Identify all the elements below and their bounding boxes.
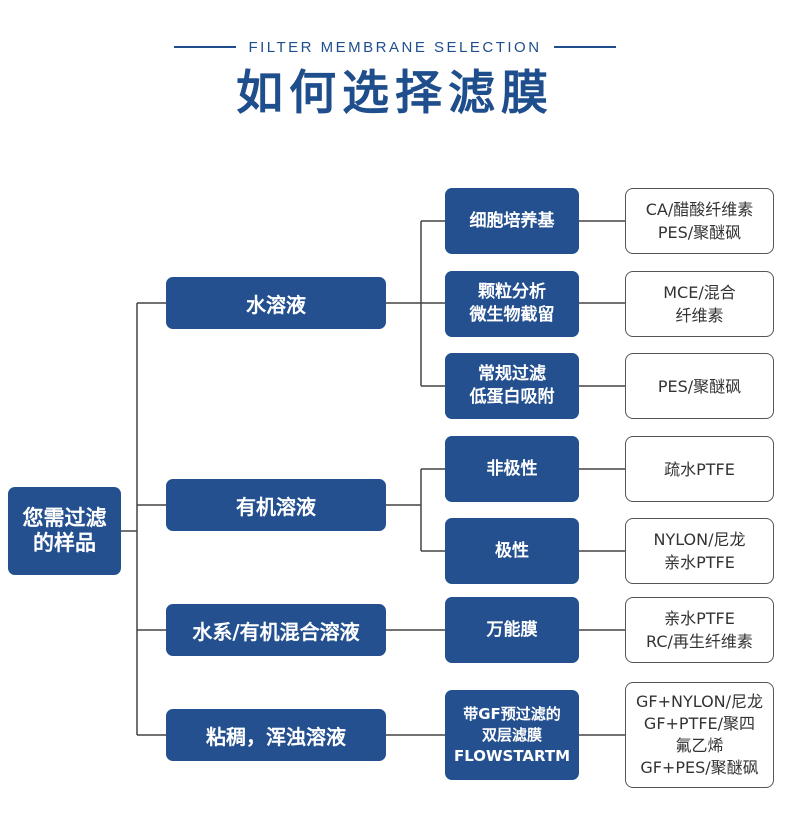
app-line: 常规过滤 bbox=[478, 364, 546, 384]
membrane-node-1: CA/醋酸纤维素 PES/聚醚砜 bbox=[625, 188, 774, 254]
membrane-line: PES/聚醚砜 bbox=[657, 376, 742, 396]
membrane-node-6: 亲水PTFE RC/再生纤维素 bbox=[625, 597, 774, 663]
membrane-node-2: MCE/混合 纤维素 bbox=[625, 271, 774, 337]
app-node-6: 万能膜 bbox=[445, 597, 579, 663]
app-line: 颗粒分析 bbox=[478, 282, 546, 302]
membrane-line: 氟乙烯 bbox=[675, 736, 724, 755]
sample-node-organic: 有机溶液 bbox=[166, 479, 386, 531]
app-node-2: 颗粒分析 微生物截留 bbox=[445, 271, 579, 337]
app-line: 细胞培养基 bbox=[469, 210, 555, 231]
membrane-line: GF+NYLON/尼龙 bbox=[635, 692, 764, 711]
header-rule-right bbox=[553, 46, 616, 48]
membrane-line: GF+PTFE/聚四 bbox=[643, 714, 756, 733]
membrane-node-7: GF+NYLON/尼龙 GF+PTFE/聚四 氟乙烯 GF+PES/聚醚砜 bbox=[625, 682, 774, 788]
membrane-node-3: PES/聚醚砜 bbox=[625, 353, 774, 419]
app-node-3: 常规过滤 低蛋白吸附 bbox=[445, 353, 579, 419]
app-line: 万能膜 bbox=[486, 619, 538, 640]
membrane-line: CA/醋酸纤维素 bbox=[645, 200, 754, 219]
membrane-line: 亲水PTFE bbox=[664, 609, 735, 628]
header-rule-left bbox=[174, 46, 237, 48]
app-node-4: 非极性 bbox=[445, 436, 579, 502]
membrane-line: RC/再生纤维素 bbox=[646, 632, 753, 651]
membrane-line: MCE/混合 bbox=[663, 283, 736, 302]
sample-node-viscous: 粘稠，浑浊溶液 bbox=[166, 709, 386, 761]
app-line: 低蛋白吸附 bbox=[469, 387, 555, 407]
membrane-node-4: 疏水PTFE bbox=[625, 436, 774, 502]
membrane-line: 纤维素 bbox=[675, 306, 724, 325]
app-node-5: 极性 bbox=[445, 518, 579, 584]
root-line-2: 的样品 bbox=[33, 531, 96, 555]
sample-label: 水溶液 bbox=[246, 292, 306, 317]
app-line: 带GF预过滤的 bbox=[463, 704, 561, 723]
membrane-line: NYLON/尼龙 bbox=[653, 530, 746, 549]
app-line: 双层滤膜 bbox=[481, 725, 542, 744]
app-node-7: 带GF预过滤的 双层滤膜 FLOWSTARTM bbox=[445, 690, 579, 780]
sample-label: 有机溶液 bbox=[236, 494, 316, 519]
header-subtitle-row: FILTER MEMBRANE SELECTION bbox=[0, 36, 790, 58]
membrane-line: 疏水PTFE bbox=[664, 459, 735, 479]
membrane-node-5: NYLON/尼龙 亲水PTFE bbox=[625, 518, 774, 584]
app-node-1: 细胞培养基 bbox=[445, 188, 579, 254]
app-line: FLOWSTARTM bbox=[453, 746, 571, 765]
membrane-line: 亲水PTFE bbox=[664, 553, 735, 572]
root-line-1: 您需过滤 bbox=[22, 506, 107, 530]
app-line: 极性 bbox=[495, 540, 529, 561]
membrane-line: PES/聚醚砜 bbox=[657, 223, 742, 242]
app-line: 非极性 bbox=[486, 458, 538, 479]
sample-label: 水系/有机混合溶液 bbox=[192, 619, 360, 644]
page-title: 如何选择滤膜 bbox=[236, 66, 554, 121]
sample-node-mixed: 水系/有机混合溶液 bbox=[166, 604, 386, 656]
sample-label: 粘稠，浑浊溶液 bbox=[206, 724, 346, 749]
sample-node-aqueous: 水溶液 bbox=[166, 277, 386, 329]
app-line: 微生物截留 bbox=[469, 305, 555, 325]
root-node: 您需过滤 的样品 bbox=[8, 487, 121, 575]
header-subtitle: FILTER MEMBRANE SELECTION bbox=[248, 38, 542, 56]
membrane-line: GF+PES/聚醚砜 bbox=[640, 758, 759, 777]
